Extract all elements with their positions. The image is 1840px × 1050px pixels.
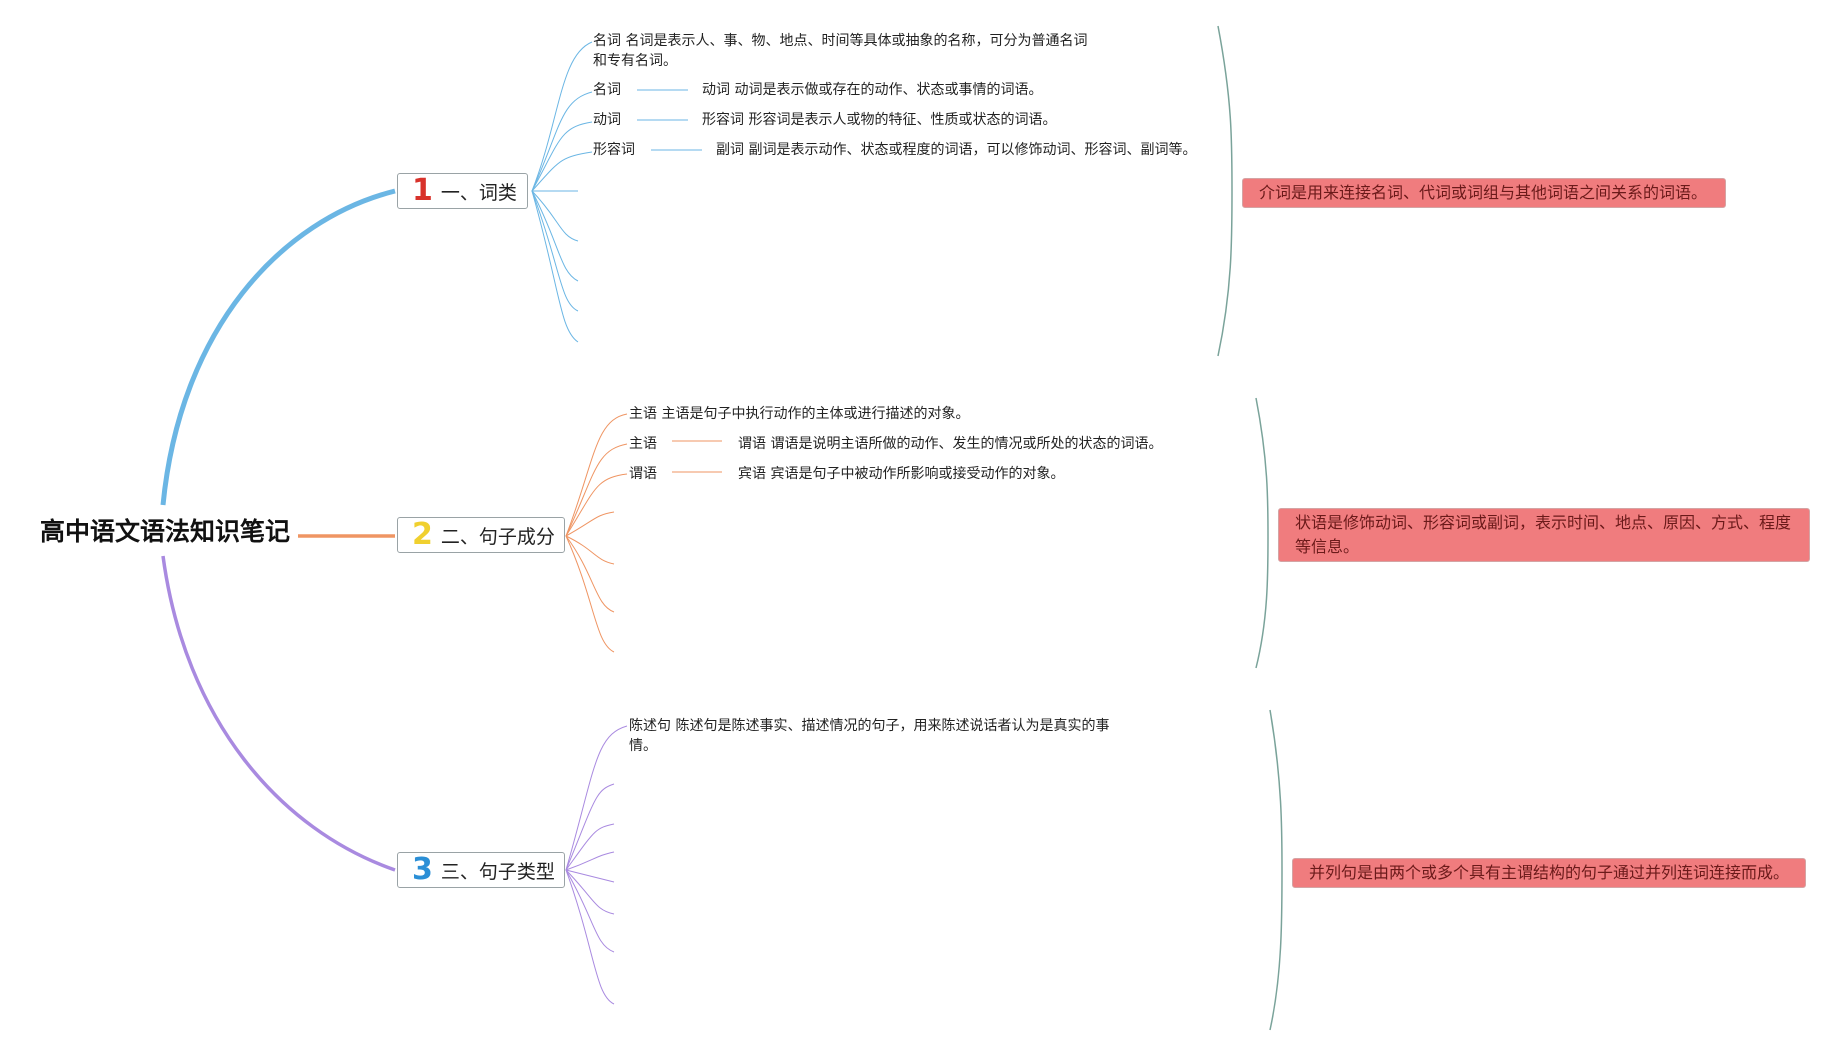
branch-label-2: 二、句子成分 bbox=[440, 525, 555, 548]
summary-callout-1[interactable]: 介词是用来连接名词、代词或词组与其他词语之间关系的词语。 bbox=[1242, 178, 1726, 208]
leaf-pair-1-right[interactable]: 动词 动词是表示做或存在的动作、状态或事情的词语。 bbox=[702, 82, 1043, 98]
branch-node-1[interactable]: 1 一、词类 bbox=[397, 173, 528, 209]
branch-node-2[interactable]: 2 二、句子成分 bbox=[397, 517, 565, 553]
leaf-pair-1-left[interactable]: 名词 bbox=[593, 82, 621, 98]
branch-number-1: 1 bbox=[412, 173, 433, 208]
main-connector-3 bbox=[161, 555, 396, 872]
branch-3-fan bbox=[565, 725, 628, 1005]
root-topic[interactable]: 高中语文语法知识笔记 bbox=[40, 517, 291, 546]
leaf-subject[interactable]: 主语 主语是句子中执行动作的主体或进行描述的对象。 bbox=[629, 406, 970, 422]
leaf-pair-2-left[interactable]: 动词 bbox=[593, 112, 621, 128]
main-connector-1 bbox=[160, 188, 396, 506]
branch-label-3: 三、句子类型 bbox=[440, 860, 555, 883]
leaf-noun[interactable]: 名词 名词是表示人、事、物、地点、时间等具体或抽象的名称，可分为普通名词和专有名… bbox=[593, 33, 1088, 69]
branch-2-fan bbox=[565, 413, 722, 653]
leaf-pair-4-left[interactable]: 主语 bbox=[629, 436, 657, 452]
branch-label-1: 一、词类 bbox=[440, 181, 517, 204]
branch-1-fan bbox=[531, 41, 702, 343]
summary-callout-3[interactable]: 并列句是由两个或多个具有主谓结构的句子通过并列连词连接而成。 bbox=[1292, 858, 1806, 888]
branch-number-2: 2 bbox=[412, 517, 433, 552]
leaf-pair-5-left[interactable]: 谓语 bbox=[629, 466, 657, 482]
leaf-pair-5-right[interactable]: 宾语 宾语是句子中被动作所影响或接受动作的对象。 bbox=[738, 466, 1065, 482]
leaf-pair-3-left[interactable]: 形容词 bbox=[593, 142, 635, 158]
branch-number-3: 3 bbox=[412, 852, 433, 887]
leaf-pair-2-right[interactable]: 形容词 形容词是表示人或物的特征、性质或状态的词语。 bbox=[702, 112, 1057, 128]
leaf-declarative[interactable]: 陈述句 陈述句是陈述事实、描述情况的句子，用来陈述说话者认为是真实的事情。 bbox=[629, 718, 1110, 754]
leaf-pair-4-right[interactable]: 谓语 谓语是说明主语所做的动作、发生的情况或所处的状态的词语。 bbox=[738, 436, 1163, 452]
summary-callout-2[interactable]: 状语是修饰动词、形容词或副词，表示时间、地点、原因、方式、程度等信息。 bbox=[1278, 508, 1810, 562]
leaf-pair-3-right[interactable]: 副词 副词是表示动作、状态或程度的词语，可以修饰动词、形容词、副词等。 bbox=[716, 142, 1197, 158]
branch-node-3[interactable]: 3 三、句子类型 bbox=[397, 852, 565, 888]
summary-braces bbox=[1217, 25, 1283, 1031]
